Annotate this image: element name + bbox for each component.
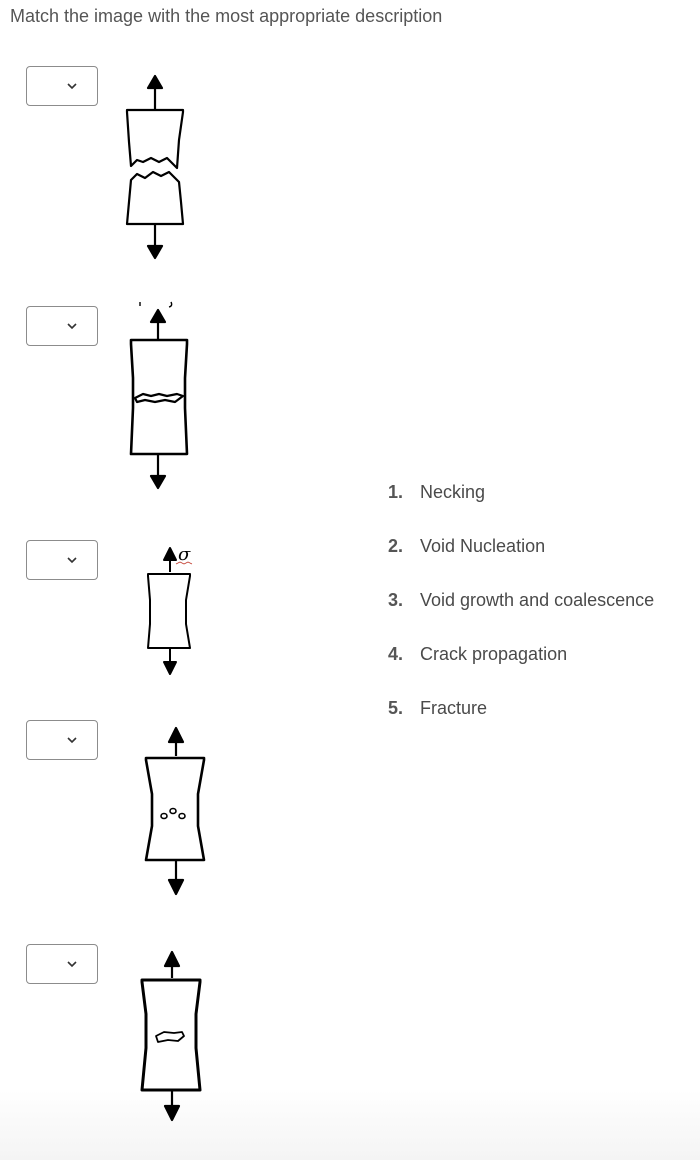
match-select-5[interactable] xyxy=(26,944,98,984)
crack-propagation-specimen-icon xyxy=(129,301,189,490)
item-number: 4. xyxy=(388,644,404,664)
void-nucleation-specimen-icon xyxy=(144,726,206,896)
fracture-specimen-icon xyxy=(125,74,185,260)
item-label: Crack propagation xyxy=(420,644,568,664)
item-label: Fracture xyxy=(420,698,488,718)
item-number: 2. xyxy=(388,536,404,556)
item-number: 5. xyxy=(388,698,404,718)
chevron-down-icon xyxy=(67,83,77,90)
match-select-1[interactable] xyxy=(26,66,98,106)
list-item: 5. Fracture xyxy=(388,698,654,752)
description-list: 1. Necking 2. Void Nucleation 3. Void growt… xyxy=(388,482,654,752)
void-coalescence-specimen-icon xyxy=(140,950,202,1122)
necking-specimen-icon: σ xyxy=(147,544,193,675)
item-label: Necking xyxy=(420,482,486,502)
item-number: 3. xyxy=(388,590,404,610)
stress-symbol: σ xyxy=(178,544,191,565)
item-label: Void Nucleation xyxy=(420,536,546,556)
list-item: 4. Crack propagation xyxy=(388,644,654,698)
match-select-4[interactable] xyxy=(26,720,98,760)
list-item: 1. Necking xyxy=(388,482,654,536)
match-select-2[interactable] xyxy=(26,306,98,346)
list-item: 2. Void Nucleation xyxy=(388,536,654,590)
chevron-down-icon xyxy=(67,737,77,744)
question-prompt: Match the image with the most appropriat… xyxy=(10,6,443,26)
item-number: 1. xyxy=(388,482,404,502)
list-item: 3. Void growth and coalescence xyxy=(388,590,654,644)
chevron-down-icon xyxy=(67,323,77,330)
chevron-down-icon xyxy=(67,961,77,968)
match-select-3[interactable] xyxy=(26,540,98,580)
chevron-down-icon xyxy=(67,557,77,564)
item-label: Void growth and coalescence xyxy=(420,590,655,610)
